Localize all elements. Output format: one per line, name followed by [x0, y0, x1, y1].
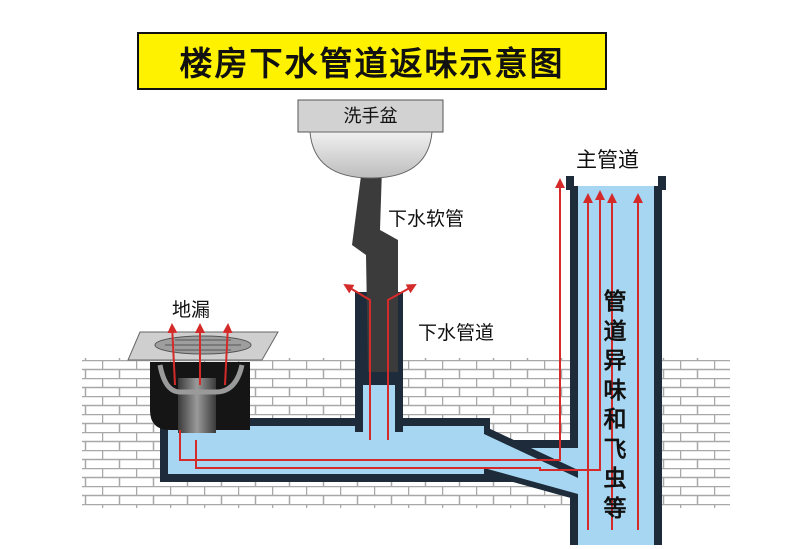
main-pipe-label: 主管道 — [576, 148, 639, 172]
basin-label: 洗手盆 — [343, 106, 398, 127]
floor-drain-trap — [157, 364, 245, 395]
odor-flow-lines — [167, 178, 605, 471]
riser-pipe-water — [363, 385, 395, 435]
hose — [352, 168, 398, 372]
basin-bowl — [309, 131, 433, 179]
drain-pipe-label: 下水管道 — [418, 322, 495, 344]
main-pipe-note: 管道异味和飞虫等 — [603, 289, 627, 522]
diagram-title: 楼房下水管道返味示意图 — [179, 44, 565, 83]
hose-label: 下水软管 — [388, 208, 465, 230]
drain-horizontal-water — [168, 426, 578, 474]
floor-drain-label: 地漏 — [172, 299, 211, 321]
floor-drain-core — [178, 378, 216, 433]
main-pipe-top — [570, 176, 662, 186]
drain-slope-water — [484, 434, 578, 494]
basin-rim — [297, 99, 444, 133]
main-pipe-water — [578, 186, 654, 545]
title-banner: 楼房下水管道返味示意图 — [137, 32, 607, 90]
main-pipe-odor-lines — [583, 193, 643, 530]
